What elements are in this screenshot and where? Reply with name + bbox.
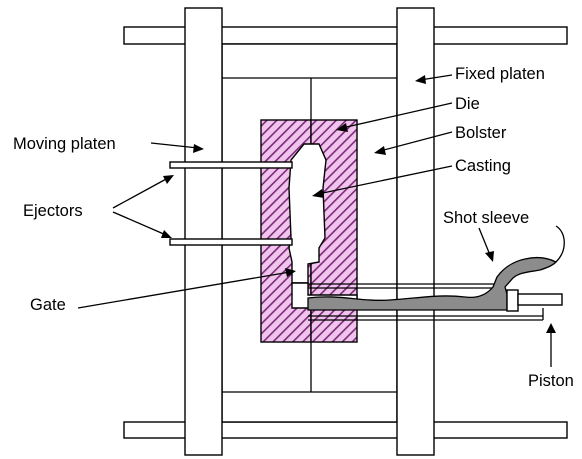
casting-leader: [317, 165, 453, 195]
fixed-platen: [396, 7, 435, 456]
ejectors: [169, 161, 293, 246]
fixed-platen-arrowhead: [415, 75, 426, 84]
platens: [184, 7, 435, 456]
casting-arrowhead: [312, 189, 324, 198]
casting-cavity: [288, 143, 327, 284]
shot-sleeve-curve: [555, 225, 565, 263]
moving-platen-leader: [150, 142, 199, 149]
ejectors-arrowhead-upper: [163, 175, 174, 184]
moving-platen-arrowhead: [193, 144, 204, 153]
shot-sleeve-arrowhead: [485, 251, 494, 262]
piston-arrowhead: [546, 323, 556, 333]
piston-rod: [517, 293, 563, 306]
label-casting: Casting: [455, 157, 511, 175]
moving-platen: [184, 7, 223, 456]
label-die: Die: [455, 95, 480, 113]
label-moving-platen: Moving platen: [13, 135, 116, 153]
label-shot-sleeve: Shot sleeve: [443, 209, 529, 227]
gate-leader: [77, 271, 291, 309]
shot-sleeve: [308, 283, 544, 321]
ejectors-arrowhead-lower: [161, 230, 172, 238]
ejector-pin-upper: [169, 161, 293, 169]
molten-metal: [307, 256, 558, 311]
label-ejectors: Ejectors: [23, 202, 83, 220]
piston: [506, 289, 563, 312]
ejector-pin-lower: [169, 238, 293, 246]
label-bolster: Bolster: [455, 124, 507, 142]
label-fixed-platen: Fixed platen: [455, 65, 545, 83]
ejectors-leader-upper: [112, 177, 169, 209]
leader-lines: [77, 74, 565, 367]
label-gate: Gate: [30, 296, 66, 314]
bolster-leader: [379, 131, 453, 152]
die-arrowhead: [336, 123, 348, 132]
bolster-arrowhead: [374, 146, 386, 155]
gate-arrowhead: [285, 268, 296, 277]
piston-head: [506, 289, 519, 312]
ejectors-leader-lower: [112, 211, 167, 236]
die-leader: [341, 102, 453, 129]
label-piston: Piston: [528, 372, 574, 390]
labels: Fixed platen Die Bolster Casting Moving …: [13, 65, 574, 390]
shot-sleeve-leader: [478, 227, 491, 256]
